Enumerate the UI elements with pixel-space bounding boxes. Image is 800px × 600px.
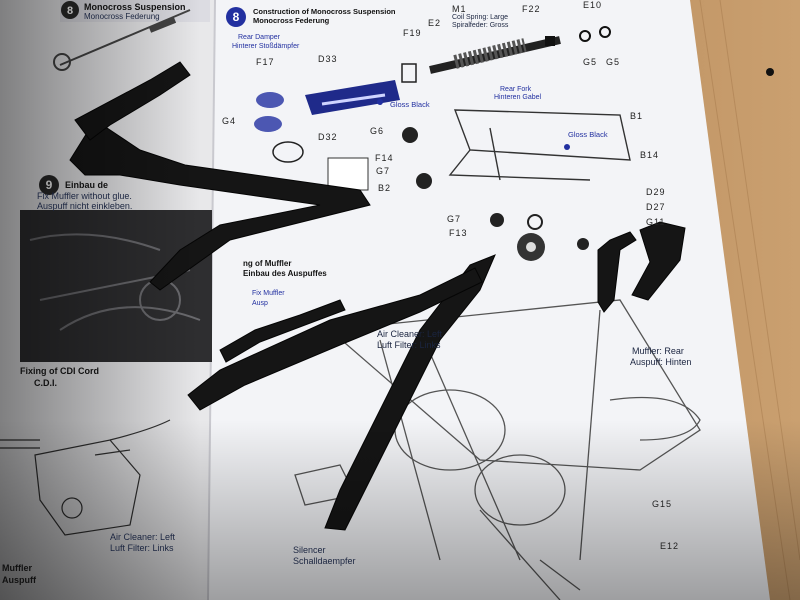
muffler-title-en: ng of Muffler [243, 259, 292, 268]
part-code-g7-a: G7 [376, 166, 391, 176]
part-code-g15: G15 [652, 499, 673, 509]
part-code-d29: D29 [646, 187, 666, 197]
coil-spring-label-en: Coil Spring: Large [452, 14, 509, 21]
air-cleaner-de: Luft Filter: Links [377, 340, 441, 350]
step9-fix-en: Fix Muffler without glue. [37, 191, 132, 201]
muffler-note-en: Fix Muffler [252, 290, 285, 297]
part-code-b1: B1 [630, 111, 644, 121]
part-code-g5-b: G5 [606, 57, 621, 67]
part-code-e2: E2 [428, 18, 442, 28]
rear-fork-label-en: Rear Fork [500, 86, 532, 93]
step8-prev-title-de: Monocross Federung [84, 12, 160, 21]
part-code-g11: G11 [646, 217, 666, 227]
silencer-de: Schalldaempfer [293, 556, 356, 566]
step9-fix-de: Auspuff nicht einkleben. [37, 201, 133, 211]
part-code-g7-b: G7 [447, 214, 462, 224]
part-code-f22: F22 [522, 4, 541, 14]
muffler-rear-en: Muffler: Rear [632, 346, 684, 356]
part-code-b14: B14 [640, 150, 660, 160]
part-code-d27: D27 [646, 202, 666, 212]
muffler-note-de: Ausp [252, 300, 268, 307]
air-cleaner-en: Air Cleaner: Left [377, 329, 443, 339]
left-edge-muffler: Muffler [2, 563, 32, 573]
rear-damper-label-en: Rear Damper [238, 34, 281, 41]
part-code-g4: G4 [222, 116, 237, 126]
part-code-m1: M1 [452, 4, 467, 14]
step8-title-de: Monocross Federung [253, 16, 330, 25]
muffler-title-de: Einbau des Auspuffes [243, 269, 327, 278]
step8-title-en: Construction of Monocross Suspension [253, 7, 396, 16]
gloss-black-label-1: Gloss Black [390, 100, 430, 109]
part-code-e12: E12 [660, 541, 680, 551]
part-code-b2: B2 [378, 183, 392, 193]
cdi-title-de: C.D.I. [34, 378, 58, 388]
part-code-f13: F13 [449, 228, 468, 238]
step9-title-de: Einbau de [65, 180, 109, 190]
part-code-d33: D33 [318, 54, 338, 64]
part-code-e10: E10 [583, 0, 603, 10]
silencer-en: Silencer [293, 545, 326, 555]
gloss-black-label-2: Gloss Black [568, 130, 608, 139]
rear-fork-label-de: Hinteren Gabel [494, 94, 542, 101]
part-code-g5-a: G5 [583, 57, 598, 67]
step8-prev-title-en: Monocross Suspension [84, 2, 186, 12]
part-code-g6: G6 [370, 126, 385, 136]
cdi-air-cleaner-en: Air Cleaner: Left [110, 532, 176, 542]
part-code-d32: D32 [318, 132, 338, 142]
cdi-title-en: Fixing of CDI Cord [20, 366, 99, 376]
part-code-f17: F17 [256, 57, 275, 67]
coil-spring-label-de: Spiralfeder: Gross [452, 22, 509, 29]
part-code-f14: F14 [375, 153, 394, 163]
cdi-air-cleaner-de: Luft Filter: Links [110, 543, 174, 553]
muffler-rear-de: Auspuff: Hinten [630, 357, 692, 367]
rear-damper-label-de: Hinterer Stoßdämpfer [232, 43, 300, 50]
part-code-f19: F19 [403, 28, 422, 38]
left-edge-auspuff: Auspuff [2, 575, 36, 585]
